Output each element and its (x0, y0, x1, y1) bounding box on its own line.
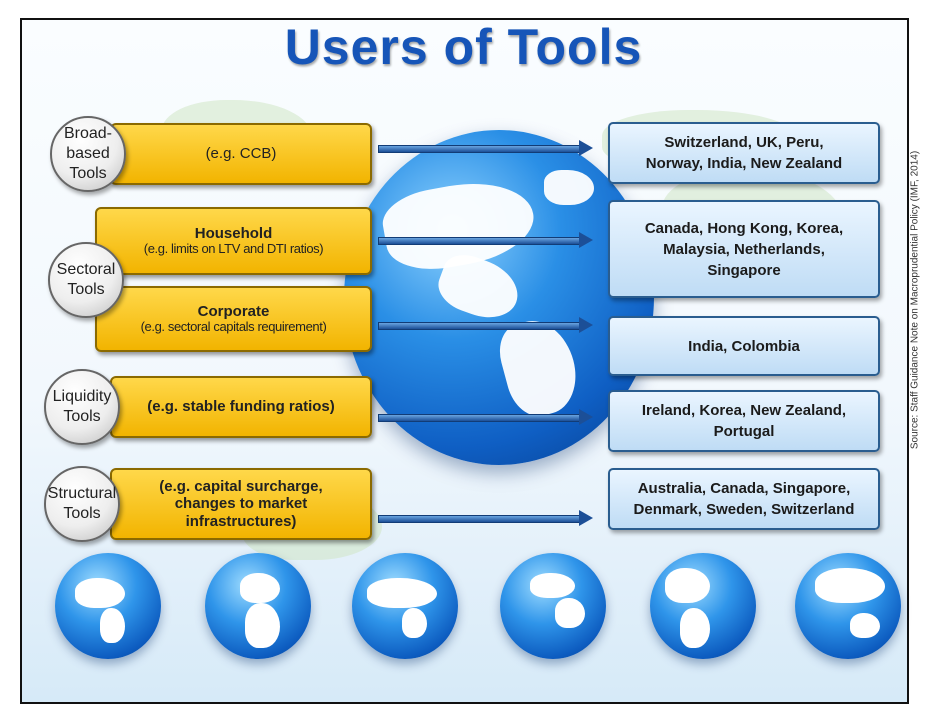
structural-users-box: Australia, Canada, Singapore, Denmark, S… (608, 468, 880, 530)
broad-tool-text: (e.g. CCB) (205, 145, 277, 163)
corporate-users-text: India, Colombia (688, 337, 800, 355)
corporate-users-box: India, Colombia (608, 316, 880, 376)
source-text: Source: Staff Guidance Note on Macroprud… (909, 150, 921, 450)
globe-icon (205, 553, 311, 659)
liquidity-users-text: Ireland, Korea, New Zealand, Portugal (641, 402, 847, 440)
arrow-icon (378, 409, 593, 425)
globe-icon (795, 553, 901, 659)
globe-icon (500, 553, 606, 659)
liquidity-tool-box: (e.g. stable funding ratios) (110, 376, 372, 438)
source-note: Source: Staff Guidance Note on Macroprud… (905, 100, 925, 500)
sectoral-tools-label: Sectoral Tools (56, 261, 116, 298)
household-title: Household (194, 224, 273, 242)
globe-icon (55, 553, 161, 659)
broad-tool-box: (e.g. CCB) (110, 123, 372, 185)
structural-tools-label: Structural Tools (47, 485, 117, 522)
broad-users-box: Switzerland, UK, Peru, Norway, India, Ne… (608, 122, 880, 184)
liquidity-users-box: Ireland, Korea, New Zealand, Portugal (608, 390, 880, 452)
liquidity-tools-circle: Liquidity Tools (44, 369, 120, 445)
household-desc: (e.g. limits on LTV and DTI ratios) (143, 241, 324, 257)
page-title: Users of Tools (284, 19, 643, 75)
corporate-tool-box: Corporate (e.g. sectoral capitals requir… (95, 286, 372, 352)
structural-tool-box: (e.g. capital surcharge, changes to mark… (110, 468, 372, 540)
liquidity-tool-text: (e.g. stable funding ratios) (147, 398, 335, 416)
sectoral-tools-circle: Sectoral Tools (48, 242, 124, 318)
globe-icon (352, 553, 458, 659)
structural-tools-circle: Structural Tools (44, 466, 120, 542)
corporate-desc: (e.g. sectoral capitals requirement) (140, 319, 327, 335)
household-users-box: Canada, Hong Kong, Korea, Malaysia, Neth… (608, 200, 880, 298)
broad-users-text: Switzerland, UK, Peru, Norway, India, Ne… (645, 134, 843, 172)
arrow-icon (378, 317, 593, 333)
structural-users-text: Australia, Canada, Singapore, Denmark, S… (633, 480, 855, 518)
household-users-text: Canada, Hong Kong, Korea, Malaysia, Neth… (644, 219, 844, 279)
arrow-icon (378, 232, 593, 248)
broad-based-tools-label: Broad- based Tools (63, 125, 113, 182)
liquidity-tools-label: Liquidity Tools (52, 388, 112, 425)
globe-icon (344, 130, 654, 465)
globe-icon (650, 553, 756, 659)
structural-tool-text: (e.g. capital surcharge, changes to mark… (159, 478, 323, 530)
corporate-title: Corporate (197, 302, 270, 320)
arrow-icon (378, 140, 593, 156)
arrow-icon (378, 510, 593, 526)
broad-based-tools-circle: Broad- based Tools (50, 116, 126, 192)
household-tool-box: Household (e.g. limits on LTV and DTI ra… (95, 207, 372, 275)
